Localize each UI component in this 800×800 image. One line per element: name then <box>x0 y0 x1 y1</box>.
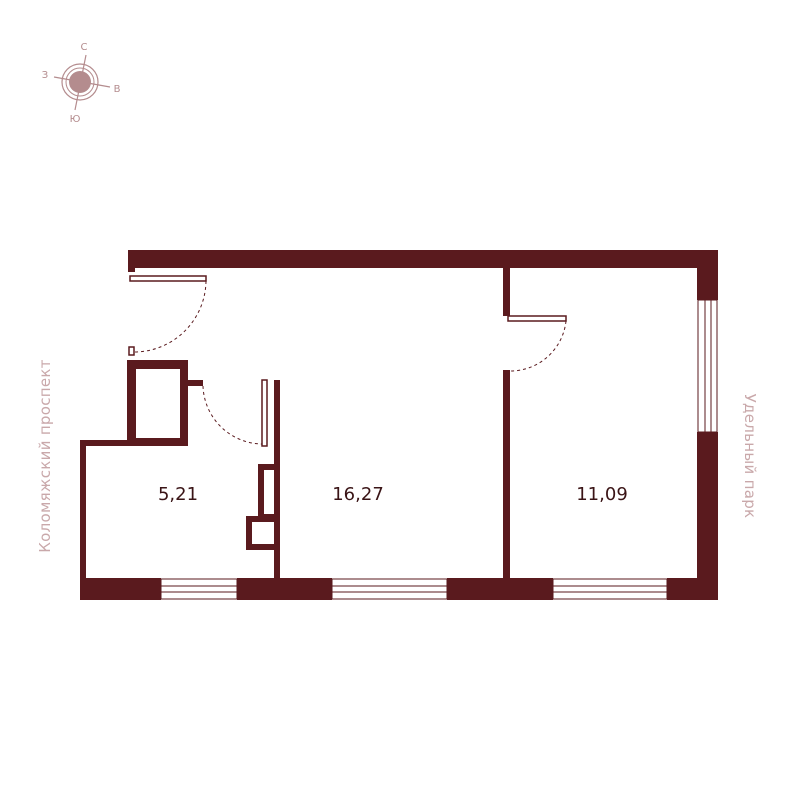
street-label-left: Коломяжский проспект <box>36 359 54 553</box>
door-arc-entrance <box>133 280 207 353</box>
window-bottom-2 <box>331 578 448 600</box>
wall-bottom-3 <box>447 578 553 600</box>
compass-west-label: З <box>42 70 48 81</box>
door-leaf-bedroom <box>507 315 567 322</box>
room-area-living-room: 16,27 <box>332 484 384 505</box>
wall-top <box>128 250 718 268</box>
door-leaf-bathroom <box>261 379 268 447</box>
wall-shaft-bottom <box>127 438 188 446</box>
wall-left-top-stub <box>128 250 135 272</box>
door-leaf-entrance <box>129 275 207 282</box>
windows <box>160 299 718 600</box>
compass-south-label: Ю <box>70 114 81 125</box>
door-arc-bathroom <box>202 385 263 445</box>
compass-ring-outer <box>61 63 99 101</box>
wall-left <box>80 441 86 581</box>
window-bottom-3 <box>552 578 668 600</box>
compass-north-label: С <box>81 42 88 53</box>
wall-box-top <box>246 516 280 522</box>
wall-box-left <box>246 516 252 550</box>
door-arcs <box>133 280 567 445</box>
wall-box-bottom <box>246 544 280 550</box>
wall-niche-top <box>258 464 280 470</box>
wall-partition-lower <box>503 370 510 580</box>
wall-right-lower <box>697 432 718 600</box>
room-area-bedroom: 11,09 <box>576 484 628 505</box>
wall-bottom-2 <box>237 578 332 600</box>
wall-bathroom-top <box>80 440 135 446</box>
window-right <box>697 299 718 433</box>
wall-shaft-right <box>180 360 188 446</box>
wall-shaft-top <box>127 360 188 369</box>
room-area-bathroom: 5,21 <box>158 484 198 505</box>
wall-partition-upper <box>503 268 510 316</box>
door-arc-bedroom <box>509 320 567 372</box>
walls <box>80 250 718 600</box>
window-bottom-1 <box>160 578 238 600</box>
wall-jamb-small <box>188 380 203 386</box>
door-leafs <box>128 275 567 447</box>
wall-bottom-1 <box>80 578 161 600</box>
wall-bottom-4 <box>667 578 718 600</box>
compass: С Ю З В <box>42 42 121 125</box>
door-post-entrance <box>128 346 135 356</box>
wall-bathroom-right <box>274 380 280 580</box>
wall-right-upper <box>697 250 718 300</box>
wall-niche-left <box>258 464 264 520</box>
wall-shaft-left <box>127 360 136 446</box>
compass-center <box>69 71 91 93</box>
compass-east-label: В <box>114 84 121 95</box>
compass-ring-inner <box>65 67 95 97</box>
street-label-right: Удельный парк <box>741 394 759 519</box>
